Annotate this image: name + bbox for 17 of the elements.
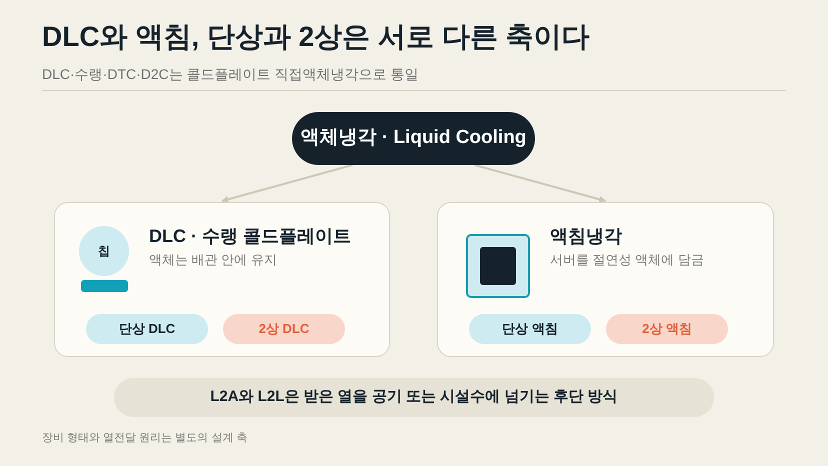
note-banner: L2A와 L2L은 받은 열을 공기 또는 시설수에 넘기는 후단 방식 [114, 378, 714, 417]
card-description: 액체는 배관 안에 유지 [149, 251, 277, 269]
card-title: 액침냉각 [550, 225, 622, 248]
page-title: DLC와 액침, 단상과 2상은 서로 다른 축이다 [42, 20, 590, 54]
category-card [437, 202, 774, 357]
arrow [221, 164, 353, 203]
card-title: DLC · 수랭 콜드플레이트 [149, 225, 351, 248]
phase-tag: 단상 DLC [86, 314, 208, 344]
subtitle: DLC·수랭·DTC·D2C는 콜드플레이트 직접액체냉각으로 통일 [42, 65, 418, 84]
category-card [54, 202, 390, 357]
arrow [474, 164, 606, 203]
footnote: 장비 형태와 열전달 원리는 별도의 설계 축 [42, 431, 248, 446]
phase-tag: 단상 액침 [469, 314, 591, 344]
phase-tag: 2상 DLC [223, 314, 345, 344]
category-pill: 액체냉각 · Liquid Cooling [292, 112, 535, 165]
phase-tag: 2상 액침 [606, 314, 728, 344]
card-description: 서버를 절연성 액체에 담금 [550, 251, 704, 269]
